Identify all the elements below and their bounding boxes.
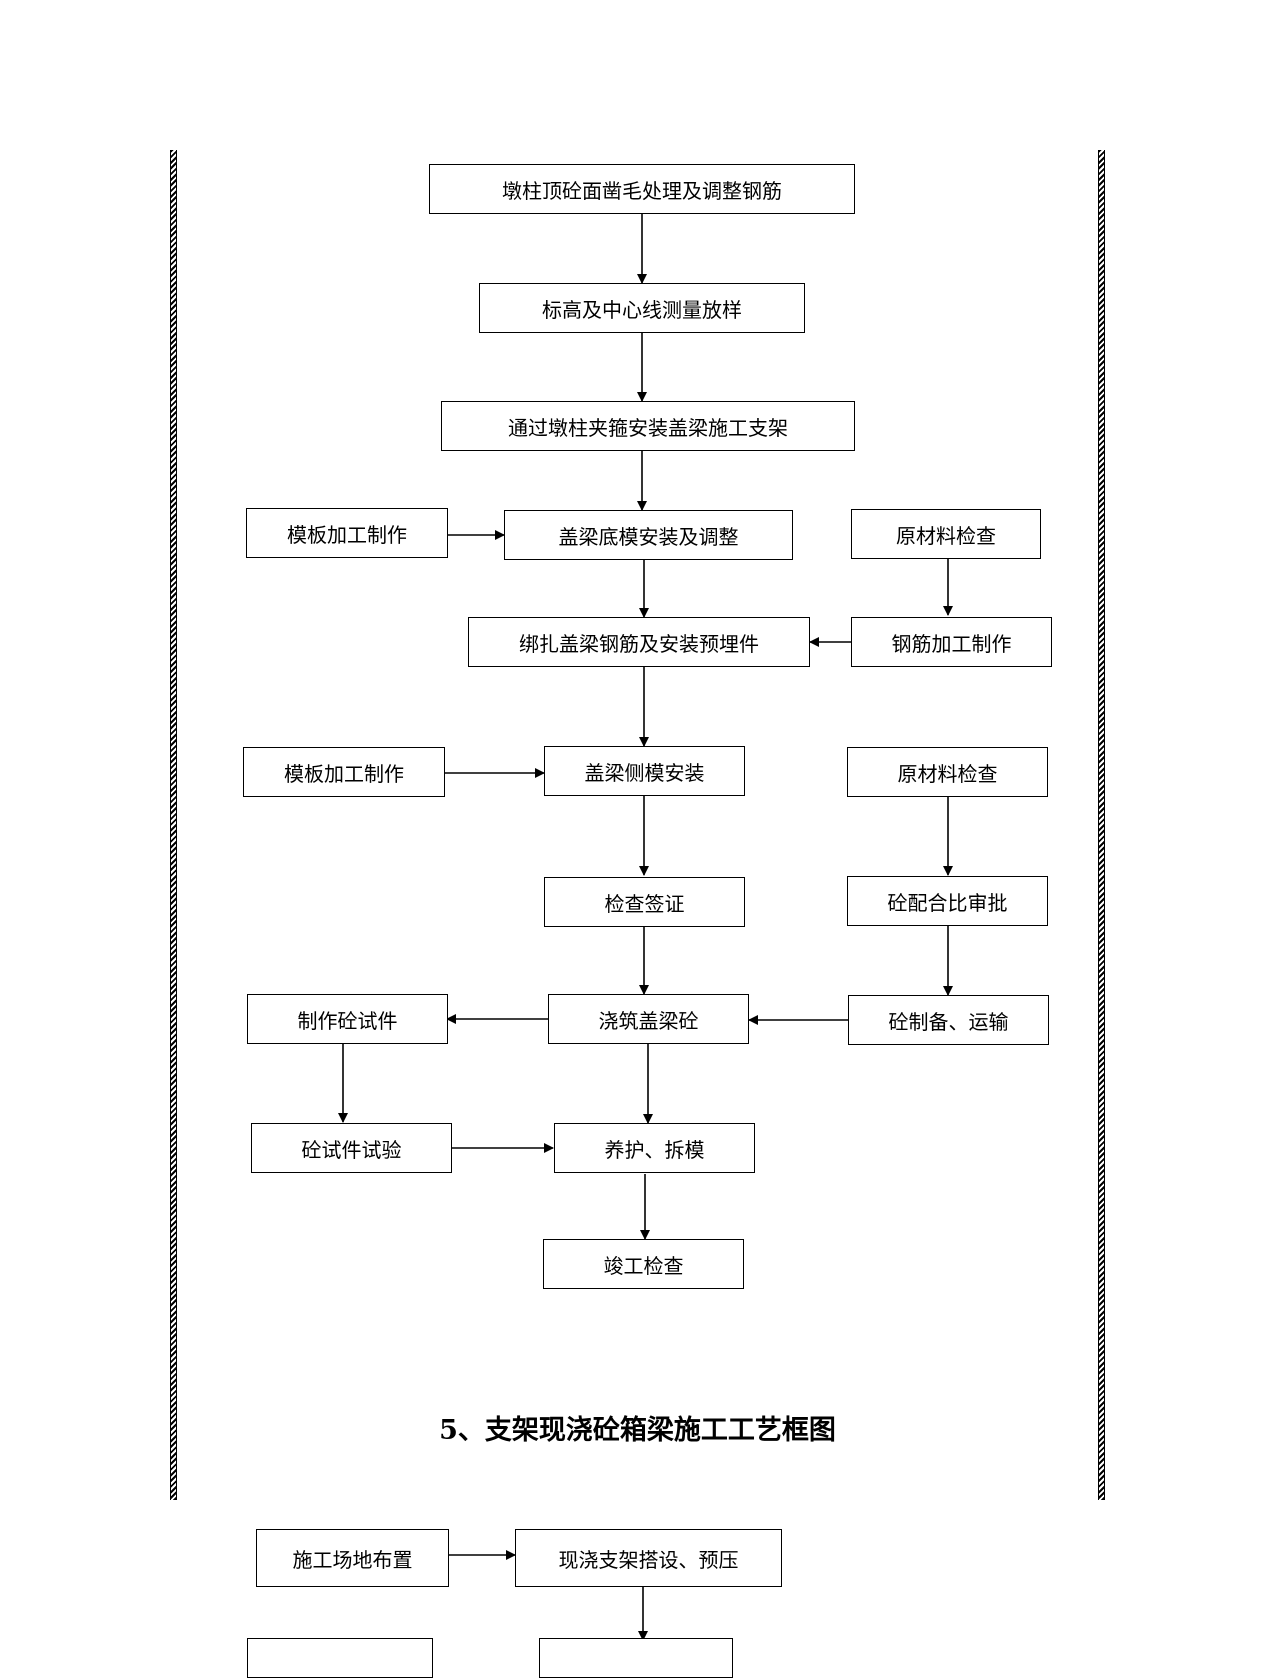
node-raw-material-check-1: 原材料检查 xyxy=(851,509,1041,559)
node-pour-concrete: 浇筑盖梁砼 xyxy=(548,994,749,1044)
node-partial-center xyxy=(539,1638,733,1678)
node-rebar-fabrication: 钢筋加工制作 xyxy=(851,617,1052,667)
node-inspection-signoff: 检查签证 xyxy=(544,877,745,927)
node-side-form-install: 盖梁侧模安装 xyxy=(544,746,745,796)
right-frame-border xyxy=(1098,150,1105,1500)
node-rebar-binding: 绑扎盖梁钢筋及安装预埋件 xyxy=(468,617,810,667)
node-partial-left xyxy=(247,1638,433,1678)
node-make-test-specimens: 制作砼试件 xyxy=(247,994,448,1044)
node-site-layout: 施工场地布置 xyxy=(256,1529,449,1587)
node-elevation-survey: 标高及中心线测量放样 xyxy=(479,283,805,333)
node-completion-inspection: 竣工检查 xyxy=(543,1239,744,1289)
node-support-erection-preload: 现浇支架搭设、预压 xyxy=(515,1529,782,1587)
node-bottom-form-install: 盖梁底模安装及调整 xyxy=(504,510,793,560)
node-pier-top-roughening: 墩柱顶砼面凿毛处理及调整钢筋 xyxy=(429,164,855,214)
node-formwork-fabrication-2: 模板加工制作 xyxy=(243,747,445,797)
node-concrete-prep-transport: 砼制备、运输 xyxy=(848,995,1049,1045)
node-curing-form-removal: 养护、拆模 xyxy=(554,1123,755,1173)
section-title: 5、支架现浇砼箱梁施工工艺框图 xyxy=(439,1415,836,1446)
node-specimen-testing: 砼试件试验 xyxy=(251,1123,452,1173)
node-bracket-install: 通过墩柱夹箍安装盖梁施工支架 xyxy=(441,401,855,451)
node-formwork-fabrication-1: 模板加工制作 xyxy=(246,508,448,558)
left-frame-border xyxy=(170,150,177,1500)
node-raw-material-check-2: 原材料检查 xyxy=(847,747,1048,797)
node-mix-approval: 砼配合比审批 xyxy=(847,876,1048,926)
